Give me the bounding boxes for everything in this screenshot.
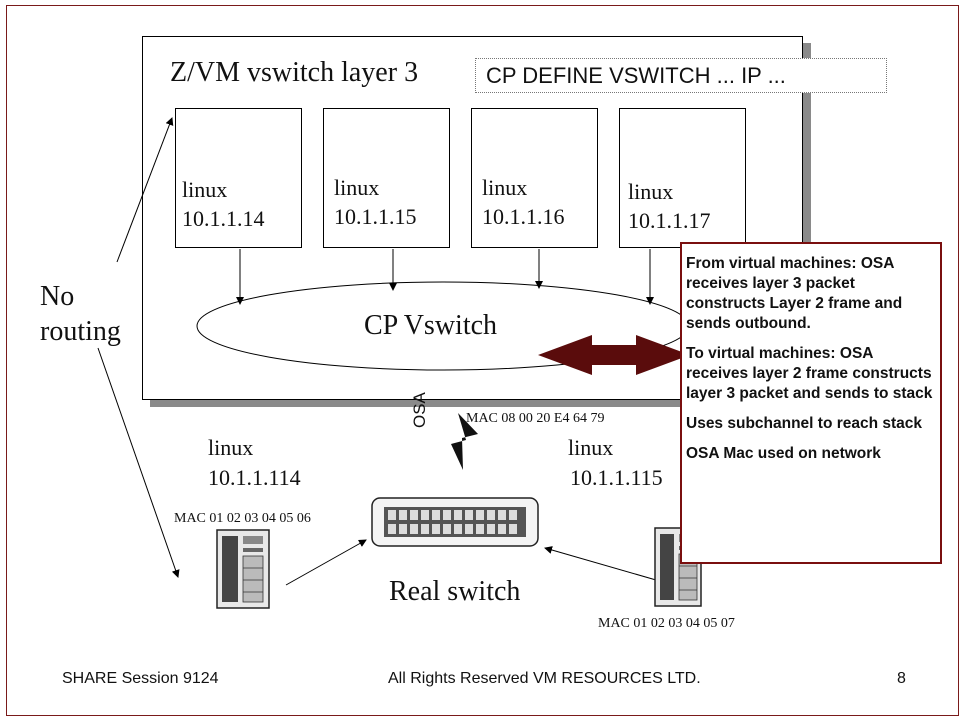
- right-host-to-switch-arrow: [545, 548, 656, 580]
- info-from-vm: From virtual machines: OSA receives laye…: [686, 254, 934, 334]
- no-routing-arrow-down: [98, 348, 178, 577]
- host-right-mac: MAC 01 02 03 04 05 07: [598, 616, 735, 632]
- info-osa-mac: OSA Mac used on network: [686, 444, 934, 464]
- info-to-vm: To virtual machines: OSA receives layer …: [686, 344, 934, 404]
- osa-mac-address: MAC 08 00 20 E4 64 79: [466, 411, 604, 427]
- osa-info-content: From virtual machines: OSA receives laye…: [682, 244, 940, 562]
- host-right-name: linux: [568, 435, 613, 461]
- osa-info-box: From virtual machines: OSA receives laye…: [680, 242, 942, 564]
- footer-session: SHARE Session 9124: [62, 670, 219, 688]
- host-left-name: linux: [208, 435, 253, 461]
- no-routing-line2: routing: [40, 315, 121, 348]
- host-left-ip: 10.1.1.114: [208, 465, 301, 491]
- left-host-to-switch-arrow: [286, 540, 366, 585]
- no-routing-arrow-up: [117, 118, 172, 262]
- no-routing-line1: No: [40, 280, 74, 313]
- cp-vswitch-label: CP Vswitch: [364, 310, 497, 342]
- host-left-mac: MAC 01 02 03 04 05 06: [174, 511, 311, 527]
- real-switch-icon: [372, 498, 538, 546]
- left-server-icon: [217, 530, 269, 608]
- real-switch-label: Real switch: [389, 576, 520, 608]
- host-right-ip: 10.1.1.115: [570, 465, 663, 491]
- footer-page-number: 8: [897, 670, 906, 688]
- info-subchannel: Uses subchannel to reach stack: [686, 414, 934, 434]
- osa-label: OSA: [410, 392, 430, 428]
- footer-copyright: All Rights Reserved VM RESOURCES LTD.: [388, 670, 701, 688]
